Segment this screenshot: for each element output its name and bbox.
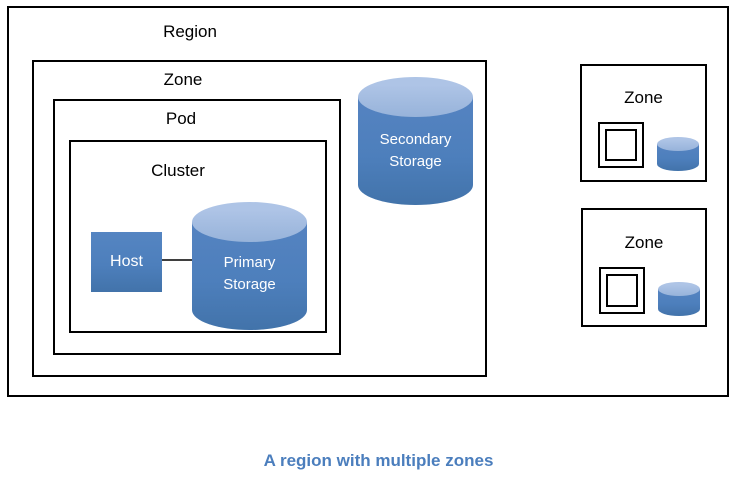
pod-icon-outer-square bbox=[599, 267, 645, 314]
secondary-storage-label-line1: Secondary bbox=[379, 131, 452, 148]
cylinder-top-ellipse bbox=[192, 202, 307, 242]
host-box: Host bbox=[91, 232, 162, 292]
pod-label: Pod bbox=[165, 109, 197, 128]
primary-storage-label-line2: Storage bbox=[223, 276, 276, 293]
secondary-storage-label: Secondary Storage bbox=[358, 129, 473, 173]
host-label: Host bbox=[110, 253, 143, 270]
region-box bbox=[7, 6, 729, 397]
cluster-box bbox=[69, 140, 327, 333]
primary-storage-label: Primary Storage bbox=[192, 252, 307, 296]
main-zone-label: Zone bbox=[163, 70, 203, 89]
right-zone-1-label: Zone bbox=[624, 88, 663, 107]
right-zone-box-1: Zone bbox=[580, 64, 707, 182]
cylinder-top-ellipse bbox=[658, 282, 700, 296]
main-zone-box bbox=[32, 60, 487, 377]
storage-cylinder-icon bbox=[658, 282, 700, 316]
right-zone-2-label: Zone bbox=[624, 233, 664, 252]
host-storage-connector-line bbox=[162, 259, 193, 261]
secondary-storage-cylinder: Secondary Storage bbox=[358, 77, 473, 205]
primary-storage-cylinder: Primary Storage bbox=[192, 202, 307, 330]
cylinder-top-ellipse bbox=[358, 77, 473, 117]
secondary-storage-label-line2: Storage bbox=[389, 153, 442, 170]
pod-icon-inner-square bbox=[606, 274, 638, 307]
cylinder-top-ellipse bbox=[657, 137, 699, 151]
cluster-label: Cluster bbox=[151, 161, 205, 180]
storage-cylinder-icon bbox=[657, 137, 699, 171]
pod-icon-outer-square bbox=[598, 122, 644, 168]
figure-caption: A region with multiple zones bbox=[263, 451, 494, 470]
region-label: Region bbox=[163, 22, 217, 41]
right-zone-box-2: Zone bbox=[581, 208, 707, 327]
pod-icon-inner-square bbox=[605, 129, 637, 161]
primary-storage-label-line1: Primary bbox=[223, 254, 276, 271]
pod-box bbox=[53, 99, 341, 355]
